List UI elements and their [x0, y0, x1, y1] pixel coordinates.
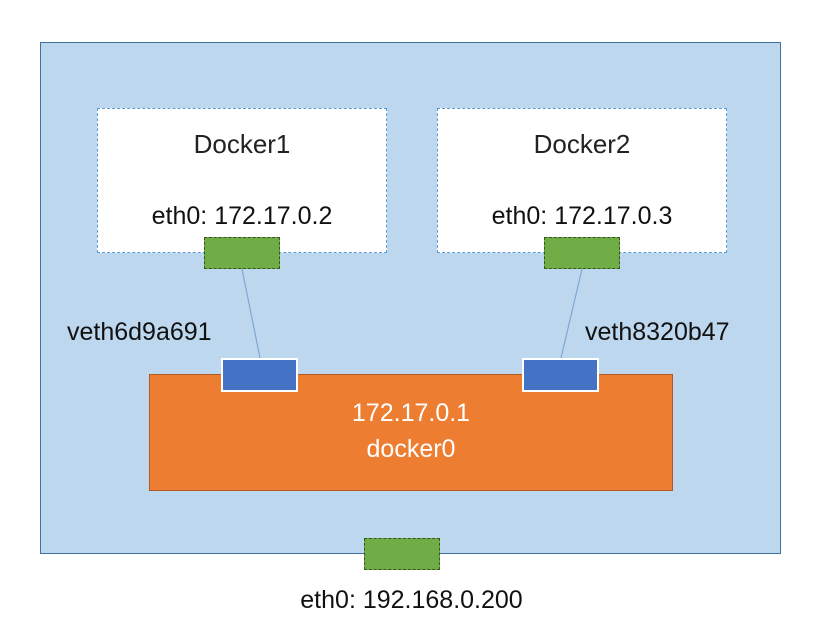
container-docker2: Docker2 eth0: 172.17.0.3: [437, 108, 727, 253]
veth1-port: [221, 358, 298, 392]
veth2-port: [522, 358, 599, 392]
bridge-ip: 172.17.0.1: [351, 399, 471, 427]
docker0-bridge: 172.17.0.1 docker0: [149, 374, 673, 491]
docker1-eth0-nic: [204, 237, 280, 269]
container-docker1-title: Docker1: [193, 129, 291, 159]
host-eth0-label: eth0: 192.168.0.200: [300, 586, 523, 614]
container-docker2-title: Docker2: [533, 129, 631, 159]
host-eth0-nic: [364, 538, 440, 570]
container-docker1: Docker1 eth0: 172.17.0.2: [97, 108, 387, 253]
container-docker1-eth: eth0: 172.17.0.2: [151, 202, 333, 230]
veth1-label: veth6d9a691: [67, 318, 212, 346]
bridge-name: docker0: [366, 435, 456, 463]
container-docker2-eth: eth0: 172.17.0.3: [491, 202, 673, 230]
veth2-label: veth8320b47: [585, 318, 730, 346]
docker2-eth0-nic: [544, 237, 620, 269]
